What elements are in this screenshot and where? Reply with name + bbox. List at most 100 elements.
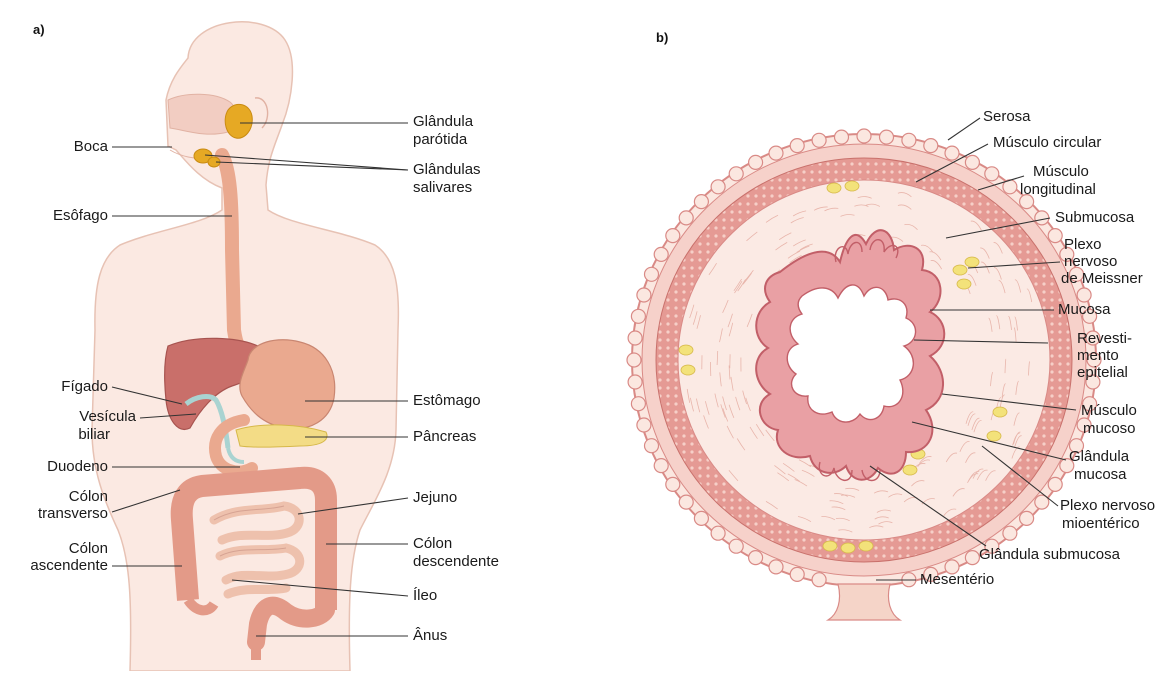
nerve-plexus-ganglion xyxy=(987,431,1001,441)
label-colon-transverso-1: Cólon xyxy=(10,488,108,506)
nerve-plexus-ganglion xyxy=(993,407,1007,417)
nerve-plexus-ganglion xyxy=(823,541,837,551)
serosa-cell xyxy=(749,551,763,565)
label-duodeno: Duodeno xyxy=(10,458,108,476)
serosa-cell xyxy=(1048,229,1062,243)
label-serosa: Serosa xyxy=(983,108,1031,126)
label-glandulas-salivares-2: salivares xyxy=(413,179,472,197)
label-glandula-parotida-1: Glândula xyxy=(413,113,473,131)
serosa-cell xyxy=(769,146,783,160)
serosa-cell xyxy=(631,397,645,411)
label-mucosa: Mucosa xyxy=(1058,301,1111,319)
serosa-cell xyxy=(679,211,693,225)
serosa-cell xyxy=(1003,526,1017,540)
mesentery xyxy=(828,584,900,620)
serosa-cell xyxy=(627,353,641,367)
label-vesicula-1: Vesícula xyxy=(20,408,136,426)
label-musculo-mucoso-2: mucoso xyxy=(1083,420,1136,438)
serosa-cell xyxy=(769,560,783,574)
serosa-cell xyxy=(790,139,804,153)
label-musculo-longitudinal-2: longitudinal xyxy=(1020,181,1096,199)
serosa-cell xyxy=(694,511,708,525)
nerve-plexus-ganglion xyxy=(679,345,693,355)
label-musculo-longitudinal-1: Músculo xyxy=(1033,163,1089,181)
label-musculo-circular: Músculo circular xyxy=(993,134,1101,152)
label-glandula-mucosa-1: Glândula xyxy=(1069,448,1129,466)
label-jejuno: Jejuno xyxy=(413,489,457,507)
serosa-cell xyxy=(711,526,725,540)
serosa-cell xyxy=(902,133,916,147)
label-estomago: Estômago xyxy=(413,392,481,410)
serosa-cell xyxy=(790,567,804,581)
label-esofago: Esôfago xyxy=(22,207,108,225)
nerve-plexus-ganglion xyxy=(859,541,873,551)
serosa-cell xyxy=(965,155,979,169)
label-glandula-submucosa: Glândula submucosa xyxy=(979,546,1120,564)
label-submucosa: Submucosa xyxy=(1055,209,1134,227)
serosa-cell xyxy=(985,167,999,181)
serosa-cell xyxy=(711,180,725,194)
label-colon-transverso-2: transverso xyxy=(10,505,108,523)
label-revestimento-2: mento xyxy=(1077,347,1119,365)
parotid-gland xyxy=(225,104,252,138)
label-mesenterio: Mesentério xyxy=(920,571,994,589)
nerve-plexus-ganglion xyxy=(903,465,917,475)
pancreas xyxy=(236,425,327,447)
serosa-cell xyxy=(812,573,826,587)
label-revestimento-1: Revesti- xyxy=(1077,330,1132,348)
serosa-cell xyxy=(645,439,659,453)
serosa-cell xyxy=(654,459,668,473)
nerve-plexus-ganglion xyxy=(841,543,855,553)
serosa-cell xyxy=(1020,511,1034,525)
label-anus: Ânus xyxy=(413,627,447,645)
label-plexo-meissner-2: nervoso xyxy=(1064,253,1117,271)
serosa-cell xyxy=(631,309,645,323)
serosa-cell xyxy=(924,139,938,153)
label-glandulas-salivares-1: Glândulas xyxy=(413,161,481,179)
label-musculo-mucoso-1: Músculo xyxy=(1081,402,1137,420)
serosa-cell xyxy=(965,551,979,565)
label-plexo-meissner-1: Plexo xyxy=(1064,236,1102,254)
label-revestimento-3: epitelial xyxy=(1077,364,1128,382)
serosa-cell xyxy=(812,133,826,147)
serosa-cell xyxy=(880,130,894,144)
label-colon-ascendente-1: Cólon xyxy=(10,540,108,558)
nerve-plexus-ganglion xyxy=(845,181,859,191)
serosa-cell xyxy=(654,247,668,261)
label-colon-descendente-1: Cólon xyxy=(413,535,452,553)
panel-b-letter: b) xyxy=(656,30,668,45)
label-plexo-mioenterico-2: mioentérico xyxy=(1062,515,1140,533)
serosa-cell xyxy=(628,375,642,389)
label-colon-descendente-2: descendente xyxy=(413,553,499,571)
panel-a-letter: a) xyxy=(33,22,45,37)
serosa-cell xyxy=(945,146,959,160)
label-plexo-meissner-3: de Meissner xyxy=(1061,270,1143,288)
serosa-cell xyxy=(1077,288,1091,302)
label-glandula-parotida-2: parótida xyxy=(413,131,467,149)
nerve-plexus-ganglion xyxy=(957,279,971,289)
label-glandula-mucosa-2: mucosa xyxy=(1074,466,1127,484)
label-vesicula-2: biliar xyxy=(20,426,110,444)
serosa-cell xyxy=(729,539,743,553)
serosa-cell xyxy=(1035,211,1049,225)
serosa-cell xyxy=(637,288,651,302)
serosa-cell xyxy=(857,129,871,143)
serosa-cell xyxy=(645,267,659,281)
serosa-cell xyxy=(729,167,743,181)
nerve-plexus-ganglion xyxy=(965,257,979,267)
serosa-cell xyxy=(628,331,642,345)
serosa-cell xyxy=(749,155,763,169)
nerve-plexus-ganglion xyxy=(953,265,967,275)
serosa-cell xyxy=(666,477,680,491)
nerve-plexus-ganglion xyxy=(827,183,841,193)
serosa-cell xyxy=(1048,477,1062,491)
nerve-plexus-ganglion xyxy=(681,365,695,375)
label-figado: Fígado xyxy=(20,378,108,396)
label-pancreas: Pâncreas xyxy=(413,428,476,446)
serosa-cell xyxy=(637,418,651,432)
label-ileo: Íleo xyxy=(413,587,437,605)
label-boca: Boca xyxy=(50,138,108,156)
serosa-cell xyxy=(666,229,680,243)
serosa-cell xyxy=(679,495,693,509)
